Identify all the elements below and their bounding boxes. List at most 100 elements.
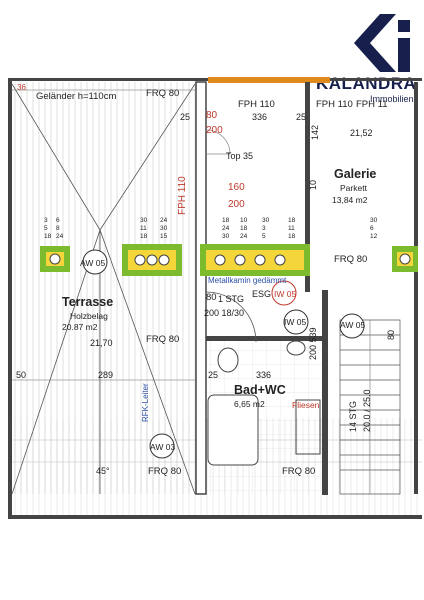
- tick-label: 5: [44, 225, 48, 232]
- label-aw03: AW 03: [150, 442, 175, 452]
- tick-label: 6: [370, 225, 374, 232]
- label-aw05-left: AW 05: [80, 258, 105, 268]
- wall-right-edge: [414, 82, 418, 494]
- tick-label: 30: [262, 217, 270, 224]
- rail-diagonals: [11, 83, 196, 495]
- dim-200-mid: 200: [228, 199, 245, 210]
- tick-label: 18: [44, 233, 52, 240]
- tick-label: 6: [56, 217, 60, 224]
- tick-label: 18: [222, 217, 230, 224]
- tick-label: 18: [288, 233, 296, 240]
- label-angle45: 45°: [96, 466, 110, 476]
- tick-label: 10: [240, 217, 248, 224]
- dim-80-mid: 80: [206, 292, 217, 303]
- dim-25-b: 25: [296, 112, 306, 122]
- door-swing-top: [205, 129, 231, 155]
- shower: [295, 399, 321, 455]
- vent-unit-mid: [122, 244, 182, 276]
- staircase: [339, 319, 401, 495]
- aw05-mid-circle: [339, 313, 365, 339]
- aw03-circle: [149, 433, 175, 459]
- label-stg-a: 1 STG: [218, 294, 244, 304]
- label-frq80-bottom-right: FRQ 80: [282, 466, 315, 477]
- dim-200-18-30: 200 18/30: [204, 308, 244, 318]
- room-galerie-name: Galerie: [334, 167, 376, 181]
- wall-top-orange: [208, 77, 330, 83]
- logo-mark: [354, 14, 410, 72]
- wall-bottom: [8, 515, 422, 519]
- room-terrasse-floor: Holzbelag: [70, 311, 108, 321]
- label-gelaender: Geländer h=110cm: [36, 91, 116, 102]
- vent-unit-left: [40, 246, 70, 272]
- wall-bath-right: [322, 290, 328, 495]
- tick-label: 15: [160, 233, 168, 240]
- room-bad-name: Bad+WC: [234, 383, 286, 397]
- dim-160: 160: [228, 182, 245, 193]
- label-frq80-terrace: FRQ 80: [146, 334, 179, 345]
- corner-mark: 36: [17, 83, 26, 92]
- label-frq80-mid-right: FRQ 80: [334, 254, 367, 265]
- label-stg-b: 14 STG: [348, 401, 358, 432]
- label-iw05-b: IW 05: [284, 317, 306, 327]
- iw05-circle-b: [283, 309, 309, 335]
- tick-label: 18: [288, 217, 296, 224]
- label-fph110-right-a: FPH 110: [316, 99, 353, 110]
- door-swing-bath: [205, 291, 257, 343]
- room-bad-area: 6,65 m2: [234, 399, 265, 409]
- vent-unit-center: [200, 244, 310, 276]
- bathtub: [207, 394, 259, 466]
- logo-sub: Immobilien: [370, 94, 414, 104]
- tick-label: 30: [160, 225, 168, 232]
- sink: [286, 340, 306, 356]
- tick-label: 24: [240, 233, 248, 240]
- tick-label: 24: [160, 217, 168, 224]
- wall-terrace-right: [195, 81, 207, 495]
- tick-labels: 3518682430111824301518243010182430351811…: [44, 217, 378, 240]
- wall-galerie-left: [305, 82, 310, 292]
- dim-25-c: 25: [208, 370, 218, 380]
- dim-50: 50: [16, 370, 26, 380]
- tick-label: 8: [56, 225, 60, 232]
- tick-label: 30: [222, 233, 230, 240]
- tick-label: 12: [370, 233, 378, 240]
- label-fph110-top: FPH 110: [238, 99, 275, 110]
- label-frq80-bottom: FRQ 80: [148, 466, 181, 477]
- tick-label: 30: [140, 217, 148, 224]
- tick-label: 3: [44, 217, 48, 224]
- tick-label: 30: [370, 217, 378, 224]
- room-terrasse-name: Terrasse: [62, 295, 113, 309]
- label-aw05-mid: AW 05: [340, 320, 365, 330]
- tick-label: 18: [240, 225, 248, 232]
- label-rfk-leiter: RFK-Leiter: [141, 383, 150, 422]
- dim-200-top: 200: [206, 125, 223, 136]
- dim-289: 289: [98, 370, 113, 380]
- wall-top-left: [8, 78, 12, 518]
- dim-25-a: 25: [180, 112, 190, 122]
- dim-10: 10: [308, 180, 318, 190]
- toilet: [217, 347, 239, 373]
- dim-2152: 21,52: [350, 128, 373, 138]
- dim-2170: 21,70: [90, 338, 113, 348]
- label-iw05-a: IW 05: [274, 289, 296, 299]
- wall-top: [8, 78, 208, 81]
- wall-bath-top: [206, 336, 326, 341]
- label-frq80-top: FRQ 80: [146, 88, 179, 99]
- rail-horizontal: [12, 89, 196, 381]
- label-fliesen: Fliesen: [292, 400, 320, 410]
- tick-label: 11: [140, 225, 147, 232]
- label-top35: Top 35: [226, 151, 253, 161]
- tick-label: 24: [222, 225, 230, 232]
- label-fph110-vertical: FPH 110: [177, 176, 188, 215]
- room-galerie-area: 13,84 m2: [332, 195, 368, 205]
- aw05-left-circle: [82, 249, 108, 275]
- dim-200-539: 200 539: [308, 327, 318, 360]
- label-fph110-right-b: FPH 11: [356, 99, 388, 110]
- wall-top-right: [330, 78, 422, 81]
- room-galerie-floor: Parkett: [340, 183, 368, 193]
- tick-label: 11: [288, 225, 295, 232]
- tick-label: 18: [140, 233, 148, 240]
- dim-80-right: 80: [386, 330, 396, 340]
- label-metallkamin: Metallkamin gedämmt: [208, 276, 287, 285]
- room-terrasse-area: 20.87 m2: [62, 322, 98, 332]
